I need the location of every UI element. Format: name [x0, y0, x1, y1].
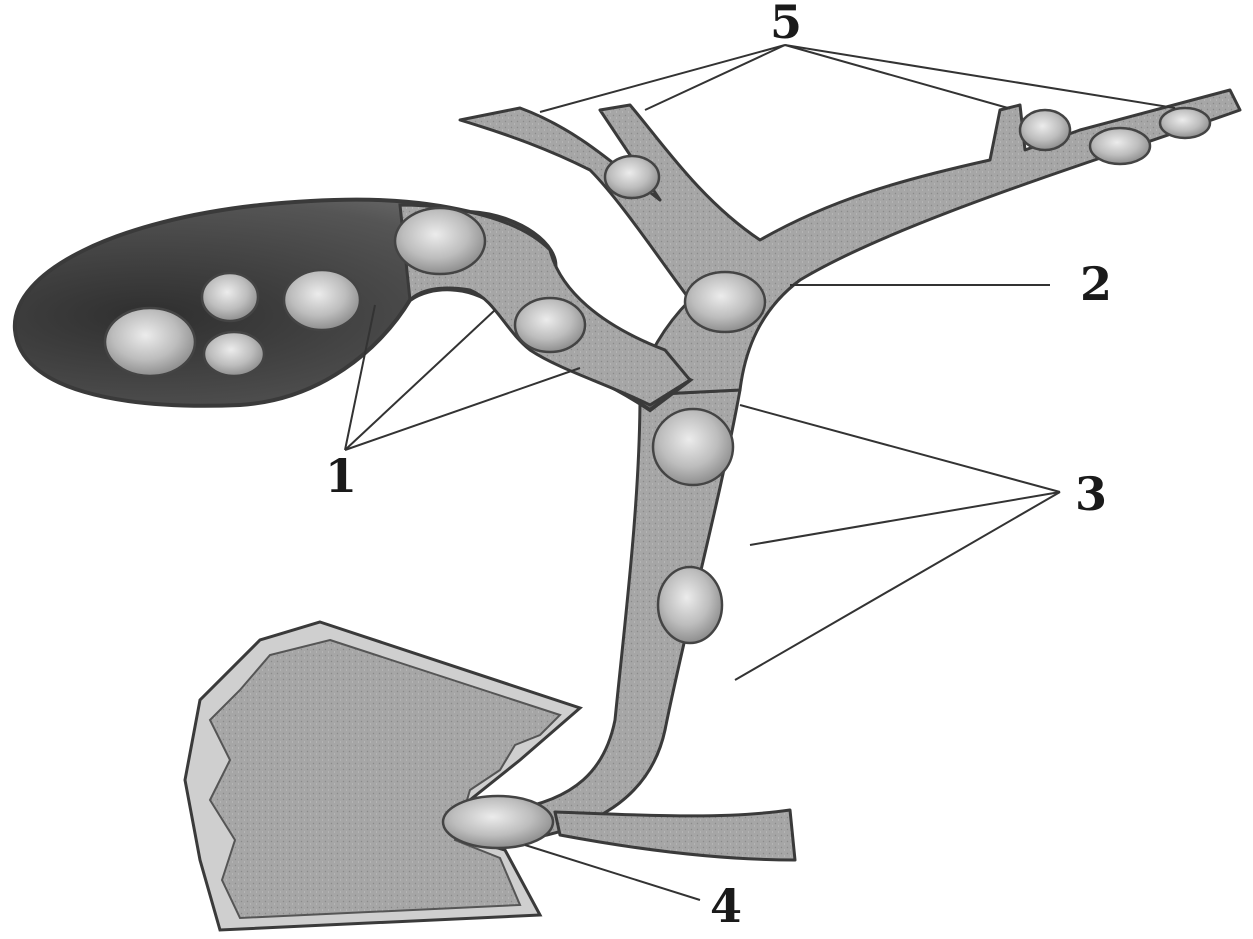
stone — [204, 332, 264, 376]
stone — [1160, 108, 1210, 138]
stone — [443, 796, 553, 848]
stone — [1090, 128, 1150, 164]
stone — [284, 270, 360, 330]
stone — [202, 273, 258, 321]
callout-5: 5 — [770, 0, 802, 49]
stone — [605, 156, 659, 198]
stone — [1020, 110, 1070, 150]
callout-3: 3 — [1075, 467, 1107, 521]
stone — [105, 308, 195, 376]
stone — [653, 409, 733, 485]
stone — [515, 298, 585, 352]
callout-4: 4 — [710, 879, 742, 933]
callout-1: 1 — [325, 449, 357, 503]
callout-2: 2 — [1080, 257, 1112, 311]
stone — [685, 272, 765, 332]
stone — [395, 208, 485, 274]
stone — [658, 567, 722, 643]
common-bile-duct — [510, 390, 795, 860]
duodenum — [185, 622, 580, 930]
